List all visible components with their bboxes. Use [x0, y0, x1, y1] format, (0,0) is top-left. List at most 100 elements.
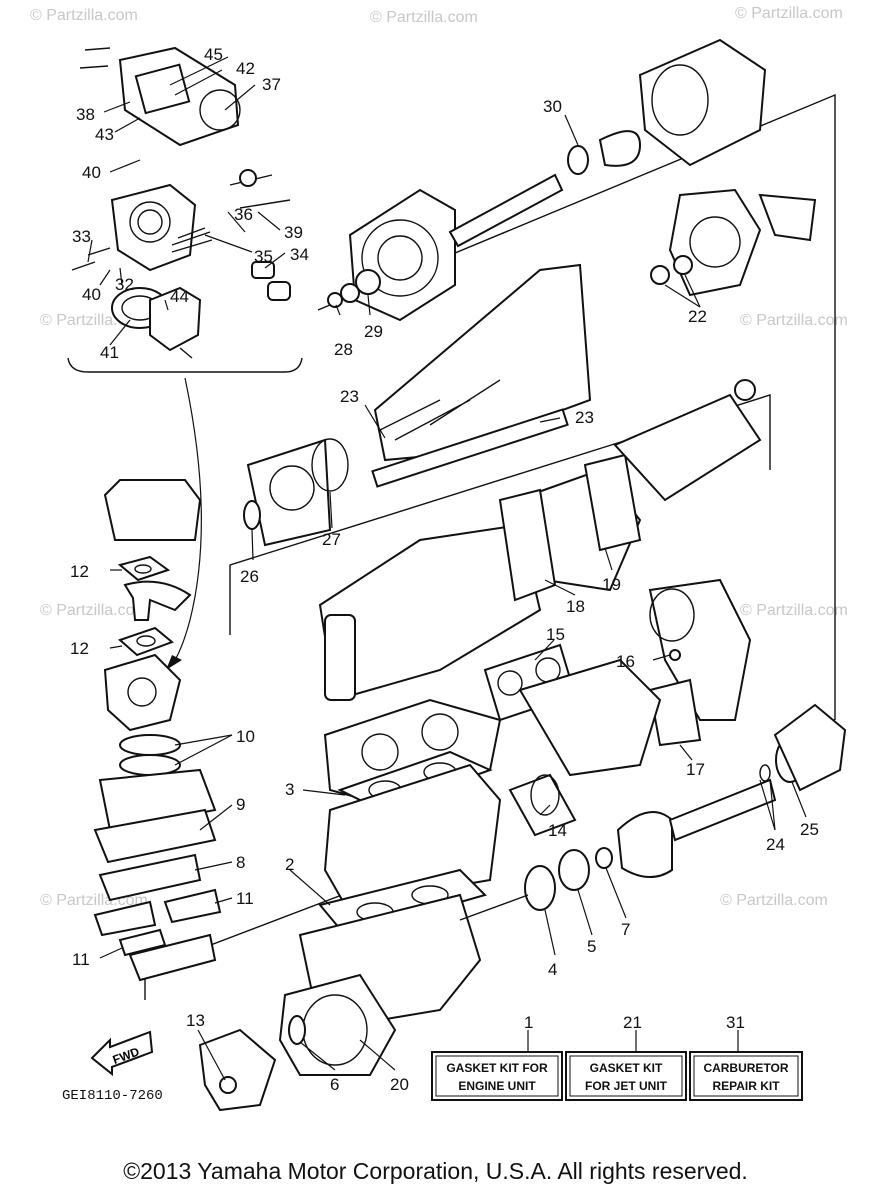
- kit-carb-line2: REPAIR KIT: [712, 1079, 780, 1093]
- callout-18: 18: [566, 597, 585, 616]
- callout-31: 31: [726, 1013, 745, 1032]
- callout-42: 42: [236, 59, 255, 78]
- callout-38: 38: [76, 105, 95, 124]
- callout-13: 13: [186, 1011, 205, 1030]
- callout-21: 21: [623, 1013, 642, 1032]
- gasket-19: [583, 453, 642, 552]
- bearing-22a: [650, 265, 670, 285]
- kit-jet-line1: GASKET KIT: [590, 1061, 663, 1075]
- callout-23a: 23: [340, 387, 359, 406]
- flame-arrester: [123, 580, 192, 621]
- impeller-housing: [668, 188, 762, 297]
- callout-23b: 23: [575, 408, 594, 427]
- callout-17: 17: [686, 760, 705, 779]
- gasket-17: [648, 678, 702, 747]
- intermediate-shaft: [668, 778, 777, 842]
- watermark: © Partzilla.com: [370, 9, 478, 26]
- pump-housing: [348, 188, 456, 322]
- callout-28: 28: [334, 340, 353, 359]
- leader-lines: [87, 56, 807, 1081]
- callout-2: 2: [285, 855, 294, 874]
- callout-10: 10: [236, 727, 255, 746]
- callout-32: 32: [115, 275, 134, 294]
- callout-36: 36: [234, 205, 253, 224]
- intake-group: [93, 479, 222, 982]
- o-ring-27: [311, 438, 349, 492]
- carb-gasket: [149, 286, 202, 352]
- kit-box-jet: GASKET KIT FOR JET UNIT: [565, 1030, 687, 1101]
- carburetor: [103, 653, 182, 732]
- cap: [598, 130, 642, 167]
- rubber-joint: [508, 773, 577, 837]
- callout-44: 44: [170, 287, 189, 306]
- callout-40a: 40: [82, 163, 101, 182]
- air-filter-cover: [103, 479, 202, 541]
- gasket-12b: [118, 626, 174, 657]
- exhaust-elbow: [648, 578, 752, 721]
- jet-unit-group: [317, 38, 836, 721]
- callout-8: 8: [236, 853, 245, 872]
- bearing-30: [567, 145, 589, 175]
- pump-diaphragm: [199, 89, 241, 131]
- callout-35: 35: [254, 247, 273, 266]
- carburetor-body: [110, 183, 197, 272]
- intermediate-housing: [616, 811, 673, 878]
- watermark: © Partzilla.com: [720, 892, 828, 909]
- callout-45: 45: [204, 45, 223, 64]
- seal-26: [243, 500, 261, 530]
- callout-27: 27: [322, 530, 341, 549]
- callout-39: 39: [284, 223, 303, 242]
- callout-14: 14: [548, 821, 567, 840]
- kit-engine-line2: ENGINE UNIT: [458, 1079, 536, 1093]
- callout-16: 16: [616, 652, 635, 671]
- callout-11b: 11: [72, 950, 90, 969]
- kit-carb-line1: CARBURETOR: [703, 1061, 788, 1075]
- bearing-22b: [673, 255, 693, 275]
- exhaust-chamber: [373, 263, 592, 462]
- impeller: [758, 193, 817, 242]
- coupler-5: [558, 849, 590, 891]
- callout-1: 1: [524, 1013, 533, 1032]
- inset-arrow: [171, 377, 202, 666]
- pump-cover: [246, 438, 332, 547]
- gasket-12a: [117, 555, 171, 582]
- inset-arrowhead: [166, 655, 182, 670]
- exhaust-bracket-line: [229, 394, 771, 635]
- kit-jet-line2: FOR JET UNIT: [585, 1079, 668, 1093]
- callout-29: 29: [364, 322, 383, 341]
- gasket-9: [93, 808, 217, 864]
- watermark: © Partzilla.com: [30, 7, 138, 24]
- seal-6: [288, 1015, 306, 1045]
- callout-4: 4: [548, 960, 557, 979]
- coupler-4: [524, 865, 556, 911]
- callout-41: 41: [100, 343, 119, 362]
- callout-43: 43: [95, 125, 114, 144]
- exhaust-pipe: [613, 393, 762, 502]
- carburetor-inset: [67, 46, 303, 373]
- callout-33: 33: [72, 227, 91, 246]
- gasket-11: [118, 928, 167, 957]
- callout-40b: 40: [82, 285, 101, 304]
- callout-9: 9: [236, 795, 245, 814]
- callout-34: 34: [290, 245, 309, 264]
- kit-box-engine: GASKET KIT FOR ENGINE UNIT: [431, 1030, 563, 1101]
- reed-block: [128, 933, 217, 982]
- callout-12b: 12: [70, 639, 89, 658]
- engine-group: [144, 643, 847, 1112]
- callout-24: 24: [766, 835, 785, 854]
- seal-28: [327, 292, 343, 308]
- callout-20: 20: [390, 1075, 409, 1094]
- reed-valve-11b: [163, 888, 222, 924]
- callout-22: 22: [688, 307, 707, 326]
- callout-5: 5: [587, 937, 596, 956]
- insulator-10a: [119, 734, 181, 756]
- watermark: © Partzilla.com: [735, 5, 843, 22]
- seal-13: [219, 1076, 237, 1094]
- callout-25: 25: [800, 820, 819, 839]
- ring-7: [595, 847, 613, 869]
- callout-11a: 11: [236, 889, 254, 908]
- gasket-23: [371, 408, 569, 488]
- callout-7: 7: [621, 920, 630, 939]
- seal: [340, 283, 360, 303]
